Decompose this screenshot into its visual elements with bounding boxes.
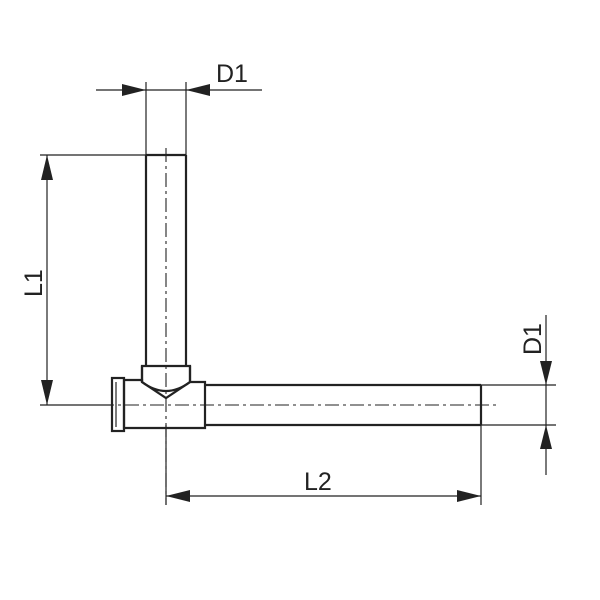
label-l1: L1 [20,269,48,297]
dimension-d1-top: D1 [96,60,262,155]
arrow-left-icon [166,490,190,502]
arrow-up-icon [540,425,552,449]
arrow-up-icon [41,155,53,180]
vertical-pipe [144,148,188,505]
label-d1-top: D1 [216,60,248,88]
dimension-l2: L2 [165,425,482,505]
arrow-right-icon [457,490,481,502]
horizontal-pipe [100,383,498,427]
label-d1-right: D1 [519,323,547,355]
arrow-right-icon [122,84,146,96]
dimension-l1: L1 [20,154,146,406]
arrow-down-icon [41,380,53,405]
arrow-left-icon [186,84,210,96]
dimension-d1-right: D1 [481,315,556,475]
arrow-down-icon [540,361,552,385]
tee-fitting [110,364,207,433]
label-l2: L2 [304,468,332,496]
